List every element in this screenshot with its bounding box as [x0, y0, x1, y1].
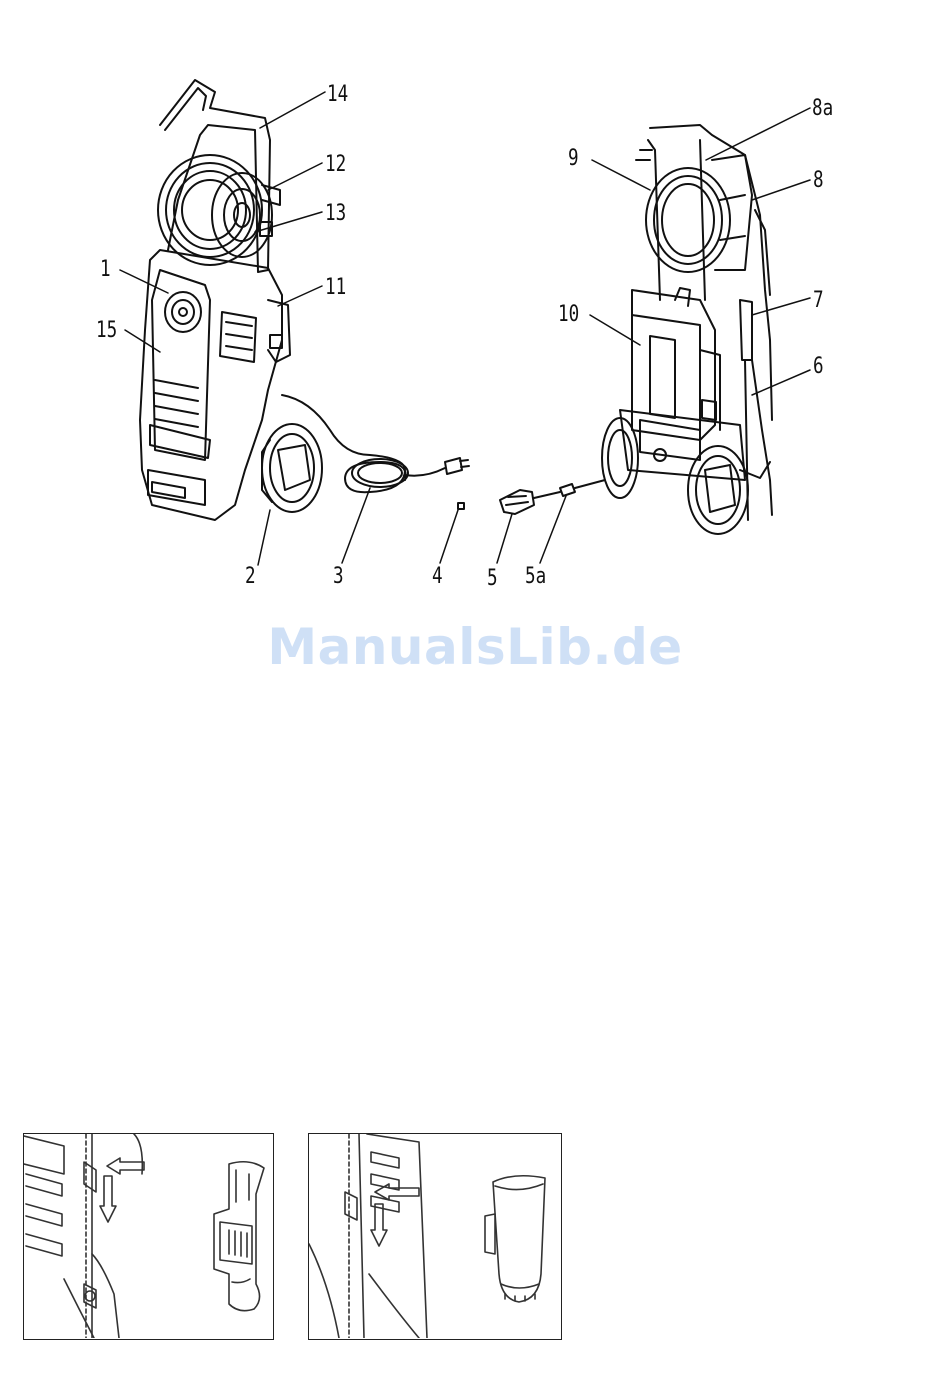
pressure-washer-drawing: [0, 0, 950, 620]
callout-11: 11: [325, 277, 346, 299]
callout-14: 14: [327, 84, 348, 106]
detail-panel-holder: [23, 1133, 274, 1340]
callout-15: 15: [96, 320, 117, 342]
pressure-washer-overview-figure: 14 12 13 1 11 15 2 3 4 5 5a 8a 9 8 7 10 …: [0, 0, 950, 620]
callout-4: 4: [432, 566, 443, 588]
callout-9: 9: [568, 148, 579, 170]
rear-view-machine: [602, 125, 772, 534]
callout-5: 5: [487, 568, 498, 590]
callout-8a: 8a: [812, 98, 833, 120]
callout-8: 8: [813, 170, 824, 192]
callout-3: 3: [333, 566, 344, 588]
callout-1: 1: [100, 259, 111, 281]
callout-10: 10: [558, 304, 579, 326]
holder-mounting-drawing: [24, 1134, 272, 1338]
front-view-machine: [140, 80, 605, 520]
watermark: ManualsLib.de: [0, 618, 950, 676]
leader-lines: [120, 92, 810, 565]
callout-6: 6: [813, 356, 824, 378]
callout-12: 12: [325, 154, 346, 176]
callout-2: 2: [245, 566, 256, 588]
callout-5a: 5a: [525, 566, 546, 588]
detail-panel-nozzle-holder: [308, 1133, 562, 1340]
nozzle-holder-drawing: [309, 1134, 560, 1338]
callout-7: 7: [813, 290, 824, 312]
callout-13: 13: [325, 203, 346, 225]
